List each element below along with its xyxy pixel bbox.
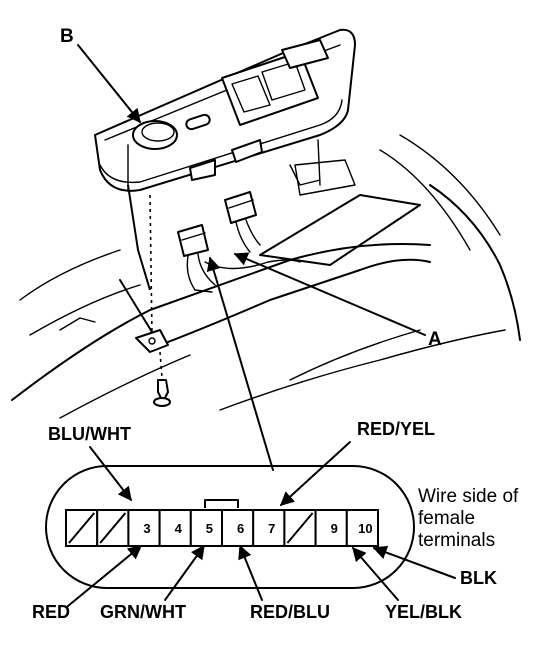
wire-label-yel-blk: YEL/BLK <box>385 602 462 622</box>
note-line-1: Wire side of <box>418 486 519 507</box>
wire-leader-red-blu <box>238 544 263 601</box>
callout-a-leader <box>233 252 426 336</box>
terminal-cell <box>252 509 286 547</box>
terminal-number: 10 <box>358 521 372 536</box>
window-switch-assembly <box>94 28 356 291</box>
unused-terminal-slash <box>68 512 95 544</box>
callout-b-leader <box>77 44 141 124</box>
terminal-number: 9 <box>331 521 338 536</box>
terminal-6: 6 <box>221 509 255 547</box>
wire-label-red-yel: RED/YEL <box>357 419 435 439</box>
terminal-number: 5 <box>206 521 213 536</box>
note-line-2: female <box>418 508 475 529</box>
wire-leader-blk <box>372 545 456 579</box>
wire-label-red-blu: RED/BLU <box>250 602 330 622</box>
mounting-screw <box>135 194 171 407</box>
wire-leader-blu-wht <box>89 446 132 502</box>
terminal-cell <box>189 509 224 547</box>
connector-pointer-arrow <box>206 256 274 471</box>
wire-label-blk: BLK <box>460 568 497 588</box>
connector-outline <box>45 465 415 589</box>
terminal-number: 4 <box>175 521 183 536</box>
terminal-9: 9 <box>314 509 348 547</box>
terminal-cell <box>127 509 161 547</box>
terminal-row: 3 4 5 6 7 9 10 <box>65 509 379 547</box>
terminal-empty <box>283 509 317 547</box>
door-armrest-illustration <box>11 134 521 419</box>
note-line-3: terminals <box>418 530 495 551</box>
terminal-7: 7 <box>252 509 286 547</box>
terminal-5: 5 <box>189 509 224 547</box>
unused-terminal-slash <box>99 512 127 544</box>
terminal-3: 3 <box>127 509 161 547</box>
connector-lock-tab <box>204 499 239 508</box>
wire-label-grn-wht: GRN/WHT <box>100 602 186 622</box>
terminal-10: 10 <box>345 509 379 547</box>
wire-side-note: Wire side of female terminals <box>418 486 519 551</box>
wire-label-blu-wht: BLU/WHT <box>48 424 131 444</box>
wire-leader-yel-blk <box>352 546 399 601</box>
terminal-empty <box>96 509 130 547</box>
terminal-number: 3 <box>143 521 150 536</box>
wire-label-red: RED <box>32 602 70 622</box>
callout-b-label: B <box>60 26 74 47</box>
callout-a-label: A <box>428 329 442 350</box>
terminal-cell <box>345 509 379 547</box>
terminal-4: 4 <box>158 509 192 547</box>
terminal-empty <box>65 509 99 547</box>
wire-leader-red <box>67 545 143 607</box>
wire-leader-grn-wht <box>164 544 205 601</box>
unused-terminal-slash <box>286 512 314 544</box>
harness-connectors <box>177 191 301 293</box>
terminal-number: 6 <box>237 521 244 536</box>
wire-leader-red-yel <box>279 441 351 506</box>
terminal-number: 7 <box>268 521 275 536</box>
connector-face: 3 4 5 6 7 9 10 <box>45 465 415 589</box>
